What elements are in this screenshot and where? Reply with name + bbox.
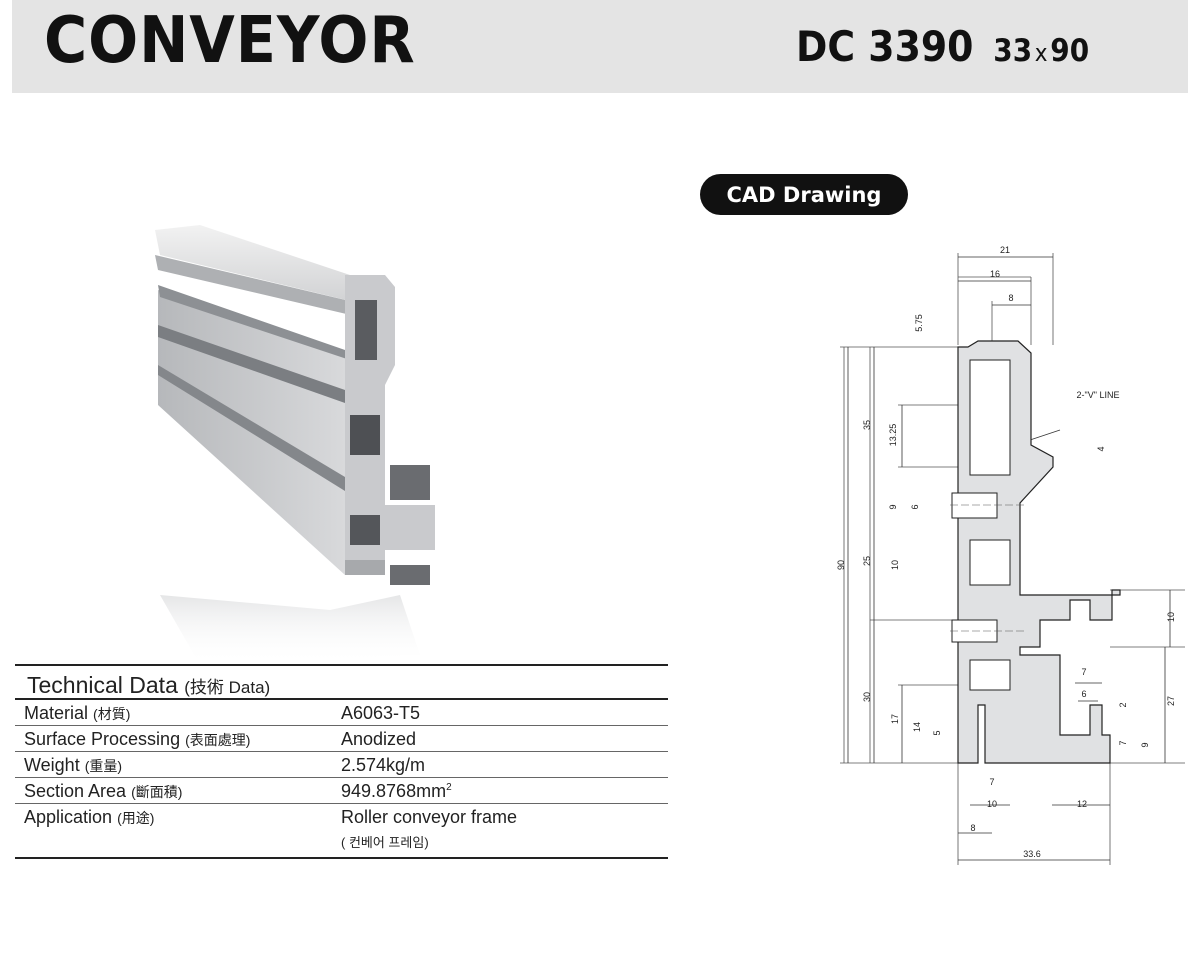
profile-3d-image bbox=[155, 225, 435, 665]
dim-7-right: 7 bbox=[1118, 740, 1128, 745]
dim-35: 35 bbox=[862, 420, 872, 430]
cad-drawing: 21 16 8 5.75 35 13.25 90 25 9 6 10 30 17… bbox=[836, 245, 1185, 865]
dim-4: 4 bbox=[1096, 446, 1106, 451]
dim-10-right: 10 bbox=[1166, 612, 1176, 622]
dim-9-right: 9 bbox=[1140, 742, 1150, 747]
dim-5: 5 bbox=[932, 730, 942, 735]
dim-25: 25 bbox=[862, 556, 872, 566]
dim-2: 2 bbox=[1118, 702, 1128, 707]
dim-9: 9 bbox=[888, 504, 898, 509]
dim-14: 14 bbox=[912, 722, 922, 732]
dim-10-left: 10 bbox=[890, 560, 900, 570]
dim-16: 16 bbox=[990, 269, 1000, 279]
dim-12: 12 bbox=[1077, 799, 1087, 809]
brand-title: CONVEYOR bbox=[44, 4, 416, 78]
dim-8-top: 8 bbox=[1008, 293, 1013, 303]
table-row-surface-processing: Surface Processing (表面處理) Anodized bbox=[15, 726, 668, 752]
dim-13-25: 13.25 bbox=[888, 424, 898, 447]
table-row-section-area: Section Area (斷面積) 949.8768mm2 bbox=[15, 778, 668, 804]
model-code: DC 3390 bbox=[796, 22, 974, 71]
dim-10-bottom: 10 bbox=[987, 799, 997, 809]
table-row-application: Application (用途) Roller conveyor frame( … bbox=[15, 804, 668, 859]
dim-8-bottom: 8 bbox=[970, 823, 975, 833]
dim-21: 21 bbox=[1000, 245, 1010, 255]
dim-6-mid: 6 bbox=[1081, 689, 1086, 699]
dim-90: 90 bbox=[836, 560, 846, 570]
dim-5-75: 5.75 bbox=[914, 314, 924, 332]
dim-7-bottom: 7 bbox=[989, 777, 994, 787]
table-row-material: Material (材質) A6063-T5 bbox=[15, 700, 668, 726]
technical-data-title: Technical Data (技術 Data) bbox=[15, 664, 668, 700]
dim-7-top: 7 bbox=[1081, 667, 1086, 677]
technical-data-table: Technical Data (技術 Data) Material (材質) A… bbox=[15, 664, 668, 859]
v-line-label: 2-"V" LINE bbox=[1077, 390, 1120, 400]
dim-6: 6 bbox=[910, 504, 920, 509]
dim-17: 17 bbox=[890, 714, 900, 724]
dim-27: 27 bbox=[1166, 696, 1176, 706]
cad-drawing-badge: CAD Drawing bbox=[700, 174, 908, 215]
dim-33-6: 33.6 bbox=[1023, 849, 1041, 859]
table-row-weight: Weight (重量) 2.574kg/m bbox=[15, 752, 668, 778]
dim-30: 30 bbox=[862, 692, 872, 702]
